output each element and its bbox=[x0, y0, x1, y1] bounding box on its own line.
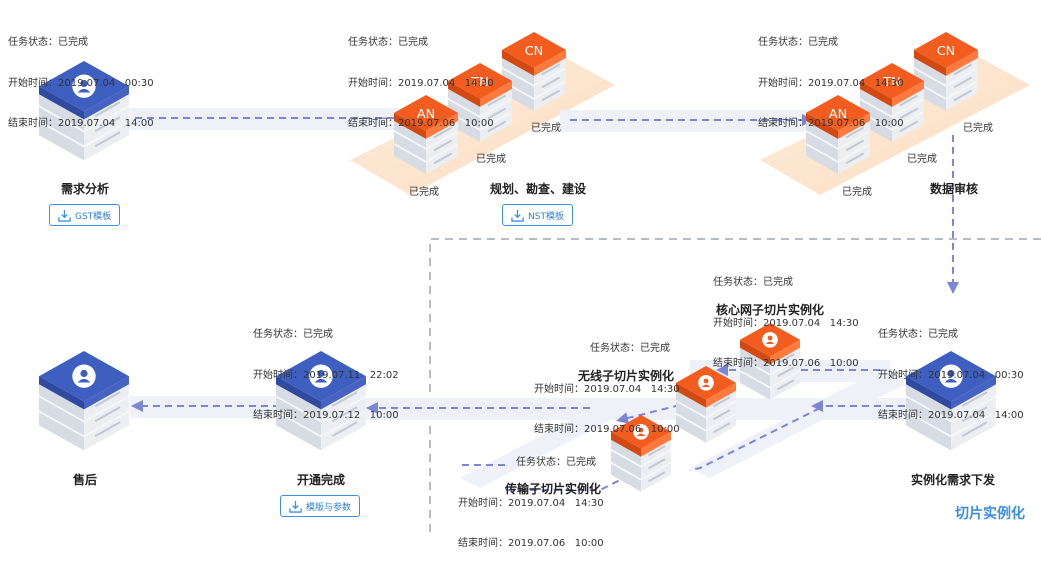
download-icon bbox=[58, 209, 71, 222]
server-transport bbox=[611, 415, 671, 492]
server-core bbox=[740, 323, 800, 400]
label-core: 核心网子切片实例化 bbox=[715, 303, 825, 317]
info-plan: 任务状态：已完成 开始时间：2019.07.04 14:30 结束时间：2019… bbox=[348, 37, 494, 129]
label-issue: 实例化需求下发 bbox=[910, 473, 996, 487]
label-demand: 需求分析 bbox=[60, 182, 110, 196]
template-params-label: 模版与参数 bbox=[306, 502, 352, 513]
server-tag: CN bbox=[937, 44, 956, 59]
slice-area-title: 切片实例化 bbox=[955, 506, 1025, 522]
server-tag: AN bbox=[417, 107, 435, 122]
label-open: 开通完成 bbox=[296, 473, 346, 487]
done-an-audit: 已完成 bbox=[842, 187, 872, 198]
server-tag: AN bbox=[829, 107, 847, 122]
gst-template-label: GST模板 bbox=[75, 211, 112, 222]
server-tag: CN bbox=[525, 44, 544, 59]
server-open bbox=[276, 351, 366, 451]
info-open: 任务状态：已完成 开始时间：2019.07.11 22:02 结束时间：2019… bbox=[253, 329, 399, 421]
done-cn-plan: 已完成 bbox=[531, 123, 561, 134]
info-demand: 任务状态：已完成 开始时间：2019.07.04 00:30 结束时间：2019… bbox=[8, 37, 154, 129]
server-an-plan: AN bbox=[394, 95, 458, 174]
server-an-audit: AN bbox=[806, 95, 870, 174]
done-an-plan: 已完成 bbox=[409, 187, 439, 198]
server-tn-plan: TN bbox=[448, 63, 512, 142]
done-tn-audit: 已完成 bbox=[907, 154, 937, 165]
server-wireless bbox=[676, 366, 736, 443]
info-audit: 任务状态：已完成 开始时间：2019.07.04 14:30 结束时间：2019… bbox=[758, 37, 904, 129]
server-after bbox=[39, 351, 129, 451]
info-issue: 任务状态：已完成 开始时间：2019.07.04 00:30 结束时间：2019… bbox=[878, 329, 1024, 421]
server-cn-audit: CN bbox=[914, 32, 978, 111]
nst-template-label: NST模板 bbox=[528, 211, 564, 222]
slice-area-border bbox=[429, 238, 1041, 532]
info-wireless: 任务状态：已完成 开始时间：2019.07.04 14:30 结束时间：2019… bbox=[534, 343, 680, 435]
gst-template-button[interactable]: GST模板 bbox=[49, 204, 121, 226]
server-issue bbox=[906, 351, 996, 451]
done-tn-plan: 已完成 bbox=[476, 154, 506, 165]
label-audit: 数据审核 bbox=[929, 182, 979, 196]
server-cn-plan: CN bbox=[502, 32, 566, 111]
label-after: 售后 bbox=[72, 473, 98, 487]
label-plan: 规划、勘查、建设 bbox=[489, 182, 587, 196]
template-params-button[interactable]: 模版与参数 bbox=[280, 495, 361, 517]
download-icon bbox=[289, 500, 302, 513]
diagram-canvas: CN TN AN CN TN AN bbox=[39, 32, 1041, 532]
server-demand bbox=[39, 61, 129, 161]
label-transport: 传输子切片实例化 bbox=[504, 482, 602, 496]
download-icon bbox=[511, 209, 524, 222]
server-tag: TN bbox=[882, 75, 900, 90]
server-tag: TN bbox=[470, 75, 488, 90]
done-cn-audit: 已完成 bbox=[963, 123, 993, 134]
info-core: 任务状态：已完成 开始时间：2019.07.04 14:30 结束时间：2019… bbox=[713, 277, 859, 369]
nst-template-button[interactable]: NST模板 bbox=[502, 204, 573, 226]
label-wireless: 无线子切片实例化 bbox=[577, 369, 675, 383]
